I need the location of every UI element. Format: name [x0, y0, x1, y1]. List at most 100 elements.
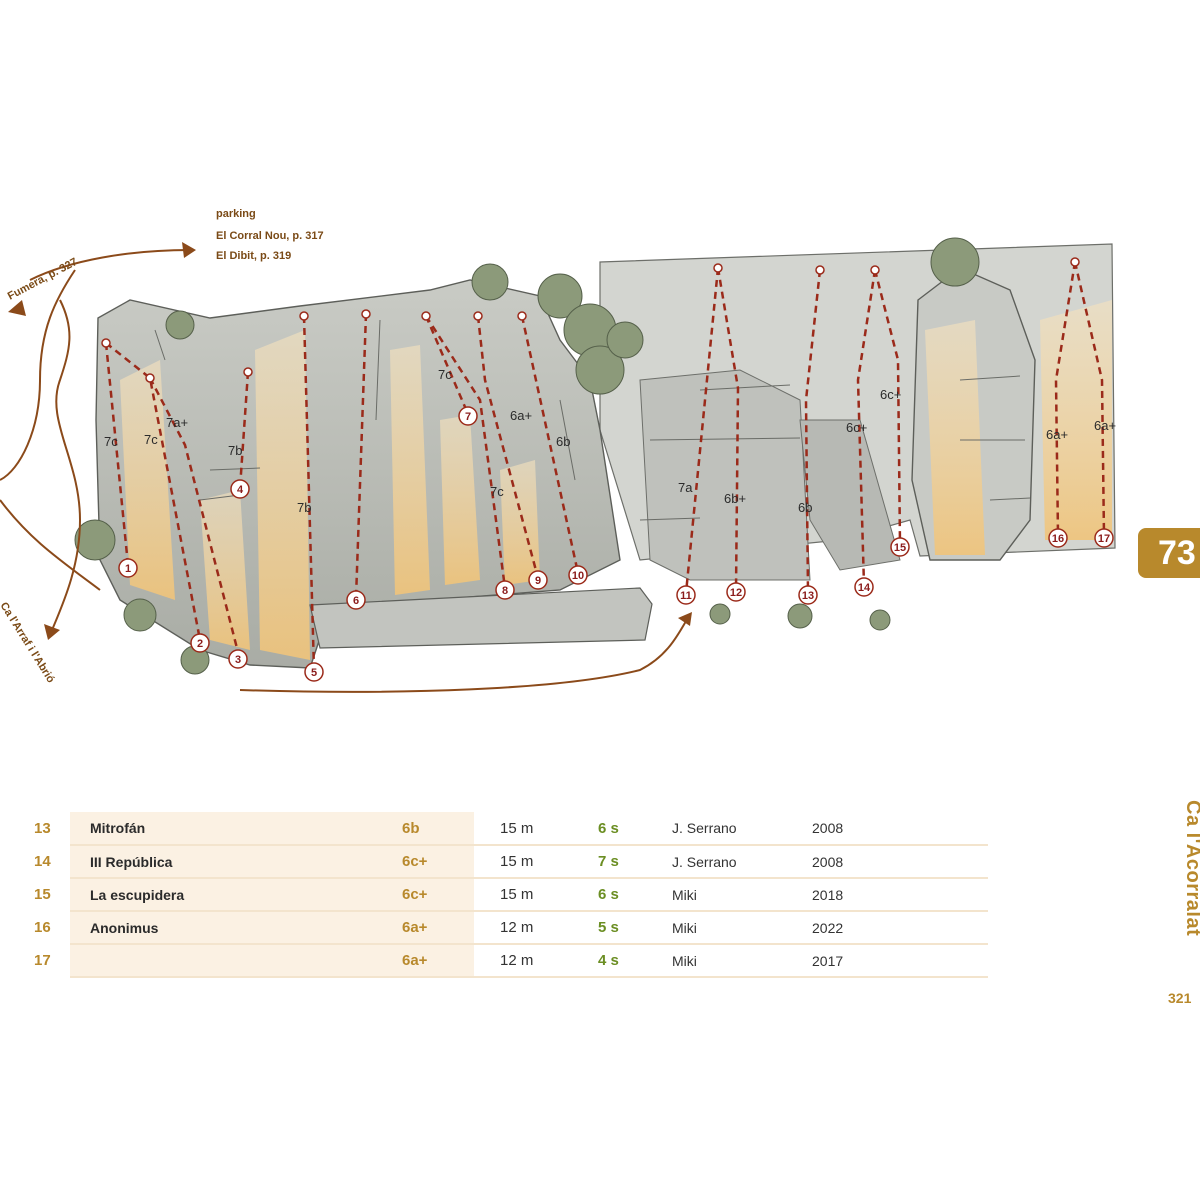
- route-name: Anonimus: [70, 911, 396, 945]
- table-row: 17 6a+ 12 m 4 s Miki 2017: [30, 944, 988, 978]
- sector-number-tab: 73: [1138, 528, 1200, 578]
- route-pin-12: 12: [726, 582, 746, 602]
- route-line-8: [424, 315, 507, 589]
- routes-table: 13 Mitrofán 6b 15 m 6 s J. Serrano 2008 …: [30, 812, 988, 978]
- grade-label-1: 7c: [104, 434, 118, 449]
- route-line-3: [148, 377, 242, 661]
- svg-text:12: 12: [730, 587, 742, 599]
- route-length: 15 m: [474, 812, 594, 846]
- route-line-1: [104, 342, 130, 566]
- sector-title: Ca l'Acorralat: [1182, 800, 1200, 937]
- arrow-heads: [8, 242, 692, 640]
- nav-parking-label: parking: [216, 208, 256, 220]
- route-number: 15: [34, 886, 51, 903]
- rock-ledge: [309, 587, 653, 649]
- svg-text:7: 7: [465, 411, 471, 423]
- route-pin-8: 8: [495, 580, 515, 600]
- route-number: 17: [34, 952, 51, 969]
- route-grade: 6c+: [396, 878, 474, 912]
- svg-text:15: 15: [894, 542, 906, 554]
- route-line-11: [684, 267, 720, 594]
- route-author: J. Serrano: [672, 845, 812, 879]
- grade-label-10: 6b: [556, 434, 570, 449]
- route-author: J. Serrano: [672, 812, 812, 846]
- grade-label-17: 6a+: [1094, 418, 1116, 433]
- svg-text:2: 2: [197, 638, 203, 650]
- route-author: Miki: [672, 911, 812, 945]
- table-row: 15 La escupidera 6c+ 15 m 6 s Miki 2018: [30, 878, 988, 912]
- grade-label-15: 6c+: [880, 387, 901, 402]
- route-bolts: 4 s: [594, 944, 672, 978]
- route-pin-7: 7: [458, 406, 478, 426]
- svg-text:14: 14: [858, 582, 871, 594]
- svg-text:4: 4: [237, 484, 244, 496]
- route-line-2: [105, 342, 202, 641]
- approach-path-arrows: [0, 249, 689, 693]
- route-pin-3: 3: [228, 649, 248, 669]
- route-pin-11: 11: [676, 585, 696, 605]
- route-pin-4: 4: [230, 479, 250, 499]
- route-line-10: [520, 315, 580, 574]
- route-pin-6: 6: [346, 590, 366, 610]
- route-pin-15: 15: [890, 537, 910, 557]
- grade-label-5: 7b: [297, 500, 311, 515]
- route-year: 2008: [812, 812, 988, 846]
- route-line-15: [873, 269, 902, 546]
- table-row: 16 Anonimus 6a+ 12 m 5 s Miki 2022: [30, 911, 988, 945]
- route-grade: 6a+: [396, 944, 474, 978]
- route-year: 2022: [812, 911, 988, 945]
- route-author: Miki: [672, 944, 812, 978]
- grade-label-7: 7c: [438, 367, 452, 382]
- svg-text:3: 3: [235, 654, 241, 666]
- svg-text:10: 10: [572, 570, 584, 582]
- route-line-17: [1073, 261, 1106, 537]
- vegetation: [74, 237, 980, 675]
- grade-label-16: 6a+: [1046, 427, 1068, 442]
- page-number: 321: [1168, 990, 1192, 1006]
- route-pin-16: 16: [1048, 528, 1068, 548]
- route-length: 12 m: [474, 911, 594, 945]
- route-pin-9: 9: [528, 570, 548, 590]
- route-length: 12 m: [474, 944, 594, 978]
- route-bolts: 6 s: [594, 812, 672, 846]
- svg-text:17: 17: [1098, 533, 1110, 545]
- grade-label-3: 7a+: [166, 415, 188, 430]
- route-number: 13: [34, 820, 51, 837]
- route-name: Mitrofán: [70, 812, 396, 846]
- route-pin-2: 2: [190, 633, 210, 653]
- route-start-pins: 1 2 3 4 5 6 7 8 9 10 11 12 13 14 15 16 1…: [118, 406, 1114, 682]
- route-pin-13: 13: [798, 585, 818, 605]
- svg-text:13: 13: [802, 590, 814, 602]
- route-line-9: [476, 315, 540, 579]
- route-line-16: [1054, 261, 1077, 537]
- grade-label-9: 6a+: [510, 408, 532, 423]
- grade-label-13: 6b: [798, 500, 812, 515]
- route-bolts: 5 s: [594, 911, 672, 945]
- route-pin-1: 1: [118, 558, 138, 578]
- route-grade: 6a+: [396, 911, 474, 945]
- svg-text:9: 9: [535, 575, 541, 587]
- route-year: 2018: [812, 878, 988, 912]
- route-grade-labels: 7c 7c 7a+ 7b 7b 7c 7c 6a+ 6b 7a 6b+ 6b 6…: [104, 367, 1116, 515]
- route-grade: 6c+: [396, 845, 474, 879]
- table-row: 13 Mitrofán 6b 15 m 6 s J. Serrano 2008: [30, 812, 988, 846]
- route-name: [70, 944, 396, 978]
- grade-label-2: 7c: [144, 432, 158, 447]
- route-length: 15 m: [474, 878, 594, 912]
- route-year: 2008: [812, 845, 988, 879]
- table-row: 14 III República 6c+ 15 m 7 s J. Serrano…: [30, 845, 988, 879]
- route-length: 15 m: [474, 845, 594, 879]
- route-pin-17: 17: [1094, 528, 1114, 548]
- route-lines: [104, 261, 1106, 671]
- route-line-12: [716, 267, 740, 591]
- route-number: 14: [34, 853, 51, 870]
- route-pin-14: 14: [854, 577, 874, 597]
- nav-bottom-left-label: Ca l'Arraf i l'Abrió: [0, 600, 57, 685]
- route-year: 2017: [812, 944, 988, 978]
- route-pin-5: 5: [304, 662, 324, 682]
- svg-text:5: 5: [311, 667, 317, 679]
- svg-text:11: 11: [680, 590, 692, 602]
- route-name: La escupidera: [70, 878, 396, 912]
- route-bolts: 7 s: [594, 845, 672, 879]
